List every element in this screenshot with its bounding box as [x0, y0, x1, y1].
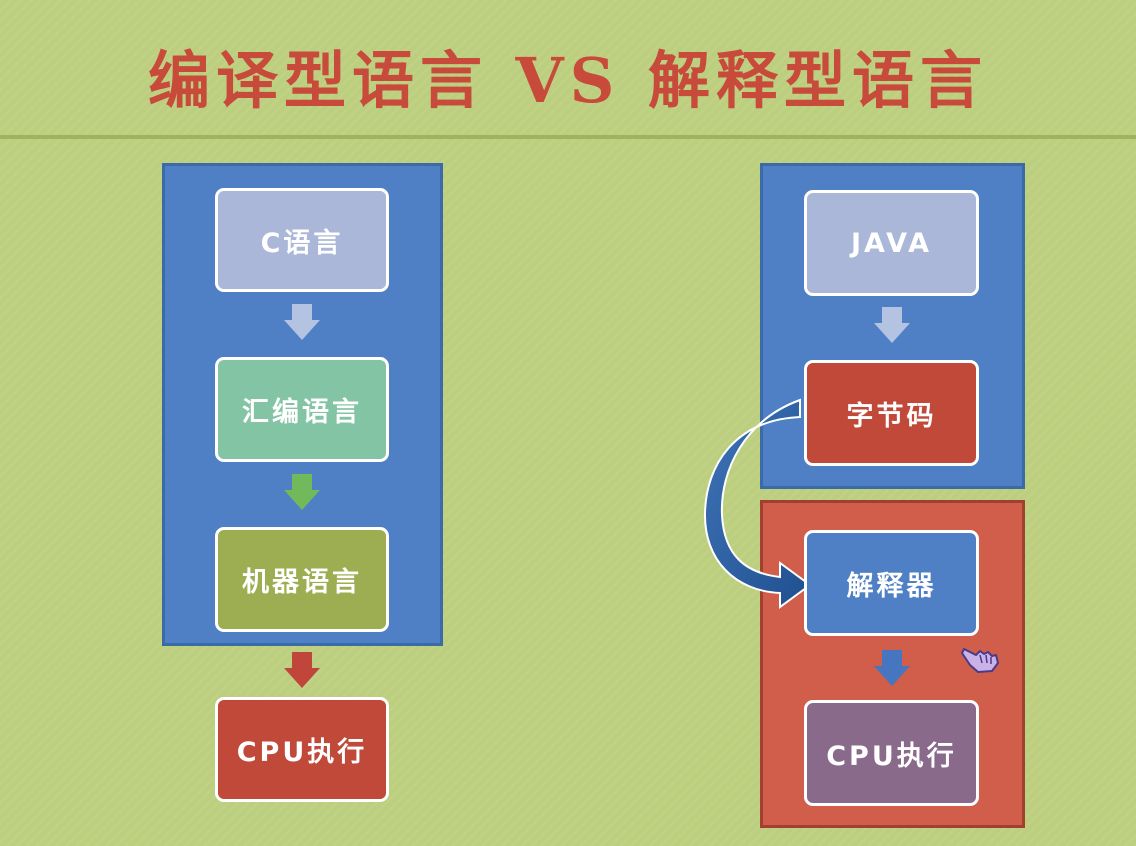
curved-arrow — [703, 398, 812, 609]
bytecode-box: 字节码 — [804, 360, 979, 466]
down-arrow-3 — [284, 652, 320, 688]
hand-pointer-icon — [961, 648, 999, 673]
down-arrow-2 — [284, 474, 320, 510]
down-arrow-1 — [284, 304, 320, 340]
machine-language-box: 机器语言 — [215, 527, 389, 632]
java-box: JAVA — [804, 190, 979, 296]
page-title: 编译型语言 VS 解释型语言 — [147, 44, 989, 117]
down-arrow-4 — [874, 307, 910, 343]
cpu-execute-box-left: CPU执行 — [215, 697, 389, 802]
cpu-execute-box-right: CPU执行 — [804, 700, 979, 806]
title-divider — [0, 135, 1136, 139]
interpreter-box: 解释器 — [804, 530, 979, 636]
c-language-box: C语言 — [215, 188, 389, 292]
assembly-language-box: 汇编语言 — [215, 357, 389, 462]
down-arrow-5 — [874, 650, 910, 686]
